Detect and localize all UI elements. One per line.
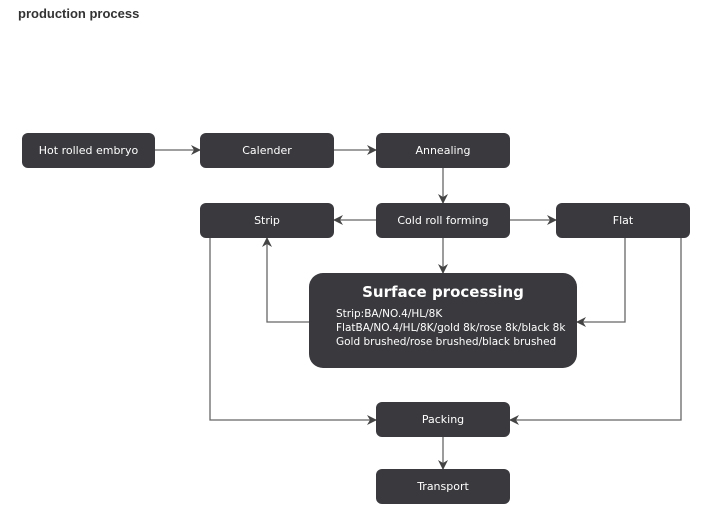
node-packing: Packing [376,402,510,437]
surface-line: Gold brushed/rose brushed/black brushed [336,336,557,348]
edge-strip-to-packing [209,238,377,425]
edge-surface-to-strip [262,237,309,323]
node-calender: Calender [200,133,334,168]
node-annealing: Annealing [376,133,510,168]
node-transport: Transport [376,469,510,504]
edge-flat-to-packing [509,238,682,425]
node-cold-roll-forming: Cold roll forming [376,203,510,238]
surface-line: FlatBA/NO.4/HL/8K/gold 8k/rose 8k/black … [336,322,566,334]
node-surface-processing: Surface processing Strip:BA/NO.4/HL/8K F… [309,273,577,368]
node-strip: Strip [200,203,334,238]
page-title: production process [18,6,140,21]
edge-flat-to-surface [576,238,626,327]
surface-line: Strip:BA/NO.4/HL/8K [336,308,443,320]
node-hot-rolled-embryo: Hot rolled embryo [22,133,155,168]
surface-title: Surface processing [362,283,524,301]
node-flat: Flat [556,203,690,238]
